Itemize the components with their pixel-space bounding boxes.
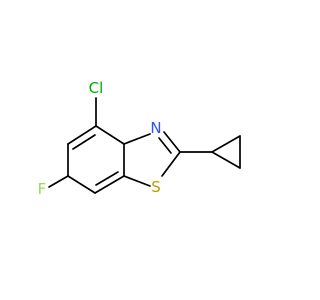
bond-c7-c7a bbox=[94, 175, 125, 194]
bond-cp1-cp2 bbox=[211, 135, 241, 153]
atom-chlorine-label: Cl bbox=[89, 79, 104, 97]
atom-nitrogen-label: N bbox=[150, 119, 161, 137]
bonds bbox=[48, 97, 241, 194]
molecule-structure: Cl N F S bbox=[38, 79, 241, 198]
bond-c3a-n bbox=[123, 133, 151, 145]
atom-fluorine-label: F bbox=[38, 180, 47, 198]
bond-c7-c7a-inner bbox=[95, 171, 119, 186]
molecule-canvas: Cl N F S bbox=[38, 79, 241, 198]
bond-c6-c7 bbox=[67, 175, 96, 194]
bond-c6-f bbox=[48, 175, 69, 188]
bond-c4-c5 bbox=[67, 125, 97, 145]
bond-n-c2 bbox=[163, 131, 181, 153]
bond-c4-c5-inner bbox=[72, 134, 96, 150]
bond-c2-s bbox=[161, 151, 181, 177]
bond-n-c2-inner bbox=[158, 137, 172, 154]
bond-cp3-cp1 bbox=[211, 151, 241, 169]
atom-labels: Cl N F S bbox=[38, 79, 162, 198]
bond-s-c7a bbox=[123, 175, 151, 187]
bond-c3a-c4 bbox=[95, 125, 125, 145]
atom-sulfur-label: S bbox=[151, 178, 161, 196]
